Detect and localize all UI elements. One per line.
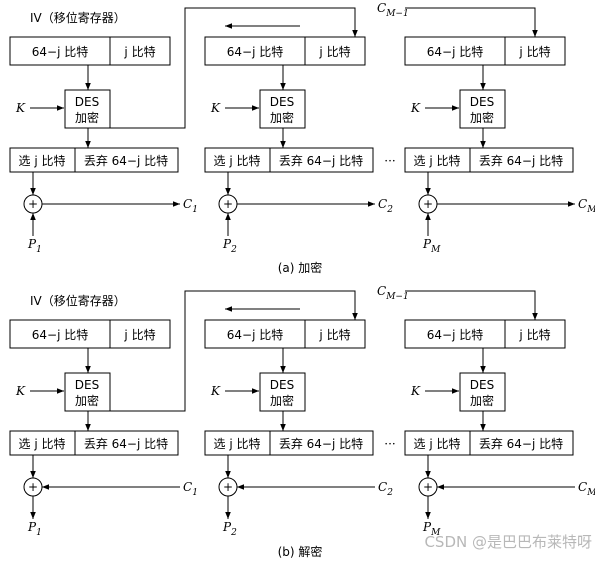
encrypt-label: 加密: [470, 393, 494, 408]
key-label: K: [15, 384, 26, 398]
feedback-line-to-stage-2: [108, 290, 358, 412]
register-left-label: 64−j 比特: [427, 327, 483, 342]
des-label: DES: [470, 378, 494, 392]
encrypt-label: 加密: [75, 393, 99, 408]
plaintext-label: P2: [222, 520, 237, 538]
ciphertext-label: C2: [378, 480, 393, 498]
des-box: [64, 372, 111, 412]
shift-register: [204, 36, 366, 66]
feedback-line-to-stage-M: [405, 290, 538, 320]
iv-label: IV（移位寄存器）: [30, 293, 126, 308]
output-register: [9, 430, 179, 456]
select-j-bits-label: 选 j 比特: [214, 436, 261, 451]
select-j-bits-label: 选 j 比特: [19, 436, 66, 451]
xor-plus: +: [28, 197, 38, 211]
caption-encryption: (a) 加密: [278, 260, 323, 275]
register-right-label: j 比特: [518, 327, 550, 342]
encrypt-label: 加密: [270, 393, 294, 408]
xor-plus: +: [423, 480, 433, 494]
register-left-label: 64−j 比特: [32, 327, 88, 342]
xor-plus: +: [223, 480, 233, 494]
register-right-label: j 比特: [318, 44, 350, 59]
register-left-label: 64−j 比特: [427, 44, 483, 59]
register-right-label: j 比特: [123, 327, 155, 342]
ciphertext-label: C1: [183, 480, 198, 498]
des-box: [459, 372, 506, 412]
ciphertext-label: CM: [578, 197, 595, 215]
output-register: [204, 430, 374, 456]
shift-register: [9, 36, 171, 66]
feedback-line-to-stage-M: [405, 7, 538, 37]
ciphertext-label: C1: [183, 197, 198, 215]
register-right-label: j 比特: [518, 44, 550, 59]
encrypt-label: 加密: [75, 110, 99, 125]
plaintext-label: P1: [27, 237, 42, 255]
iv-label: IV（移位寄存器）: [30, 10, 126, 25]
register-left-label: 64−j 比特: [227, 44, 283, 59]
des-label: DES: [270, 378, 294, 392]
register-right-label: j 比特: [318, 327, 350, 342]
select-j-bits-label: 选 j 比特: [414, 153, 461, 168]
output-register: [9, 147, 179, 173]
des-label: DES: [270, 95, 294, 109]
ciphertext-label: CM: [578, 480, 595, 498]
select-j-bits-label: 选 j 比特: [19, 153, 66, 168]
key-label: K: [210, 384, 221, 398]
output-register: [404, 147, 574, 173]
watermark: CSDN @是巴巴布莱特呀: [424, 533, 592, 551]
register-left-label: 64−j 比特: [227, 327, 283, 342]
key-label: K: [410, 101, 421, 115]
discard-bits-label: 丢弃 64−j 比特: [479, 436, 563, 451]
output-register: [204, 147, 374, 173]
des-box: [459, 89, 506, 129]
discard-bits-label: 丢弃 64−j 比特: [479, 153, 563, 168]
des-label: DES: [75, 378, 99, 392]
c-m-minus-1-label: CM−1: [377, 1, 409, 19]
encrypt-label: 加密: [270, 110, 294, 125]
des-label: DES: [470, 95, 494, 109]
xor-plus: +: [223, 197, 233, 211]
c-m-minus-1-label: CM−1: [377, 284, 409, 302]
register-right-label: j 比特: [123, 44, 155, 59]
plaintext-label: PM: [422, 520, 441, 538]
ciphertext-label: C2: [378, 197, 393, 215]
key-label: K: [210, 101, 221, 115]
register-left-label: 64−j 比特: [32, 44, 88, 59]
discard-bits-label: 丢弃 64−j 比特: [84, 436, 168, 451]
key-label: K: [15, 101, 26, 115]
shift-register: [404, 36, 566, 66]
discard-bits-label: 丢弃 64−j 比特: [279, 153, 363, 168]
plaintext-label: P2: [222, 237, 237, 255]
xor-plus: +: [28, 480, 38, 494]
output-register: [404, 430, 574, 456]
encrypt-label: 加密: [470, 110, 494, 125]
des-label: DES: [75, 95, 99, 109]
feedback-line-to-stage-2: [108, 7, 358, 129]
discard-bits-label: 丢弃 64−j 比特: [84, 153, 168, 168]
select-j-bits-label: 选 j 比特: [414, 436, 461, 451]
caption-decryption: (b) 解密: [278, 544, 323, 559]
plaintext-label: PM: [422, 237, 441, 255]
continuation-dots: ···: [384, 437, 395, 451]
discard-bits-label: 丢弃 64−j 比特: [279, 436, 363, 451]
shift-register: [204, 319, 366, 349]
shift-register: [404, 319, 566, 349]
key-label: K: [410, 384, 421, 398]
des-box: [259, 372, 306, 412]
xor-plus: +: [423, 197, 433, 211]
continuation-dots: ···: [384, 154, 395, 168]
shift-register: [9, 319, 171, 349]
select-j-bits-label: 选 j 比特: [214, 153, 261, 168]
plaintext-label: P1: [27, 520, 42, 538]
